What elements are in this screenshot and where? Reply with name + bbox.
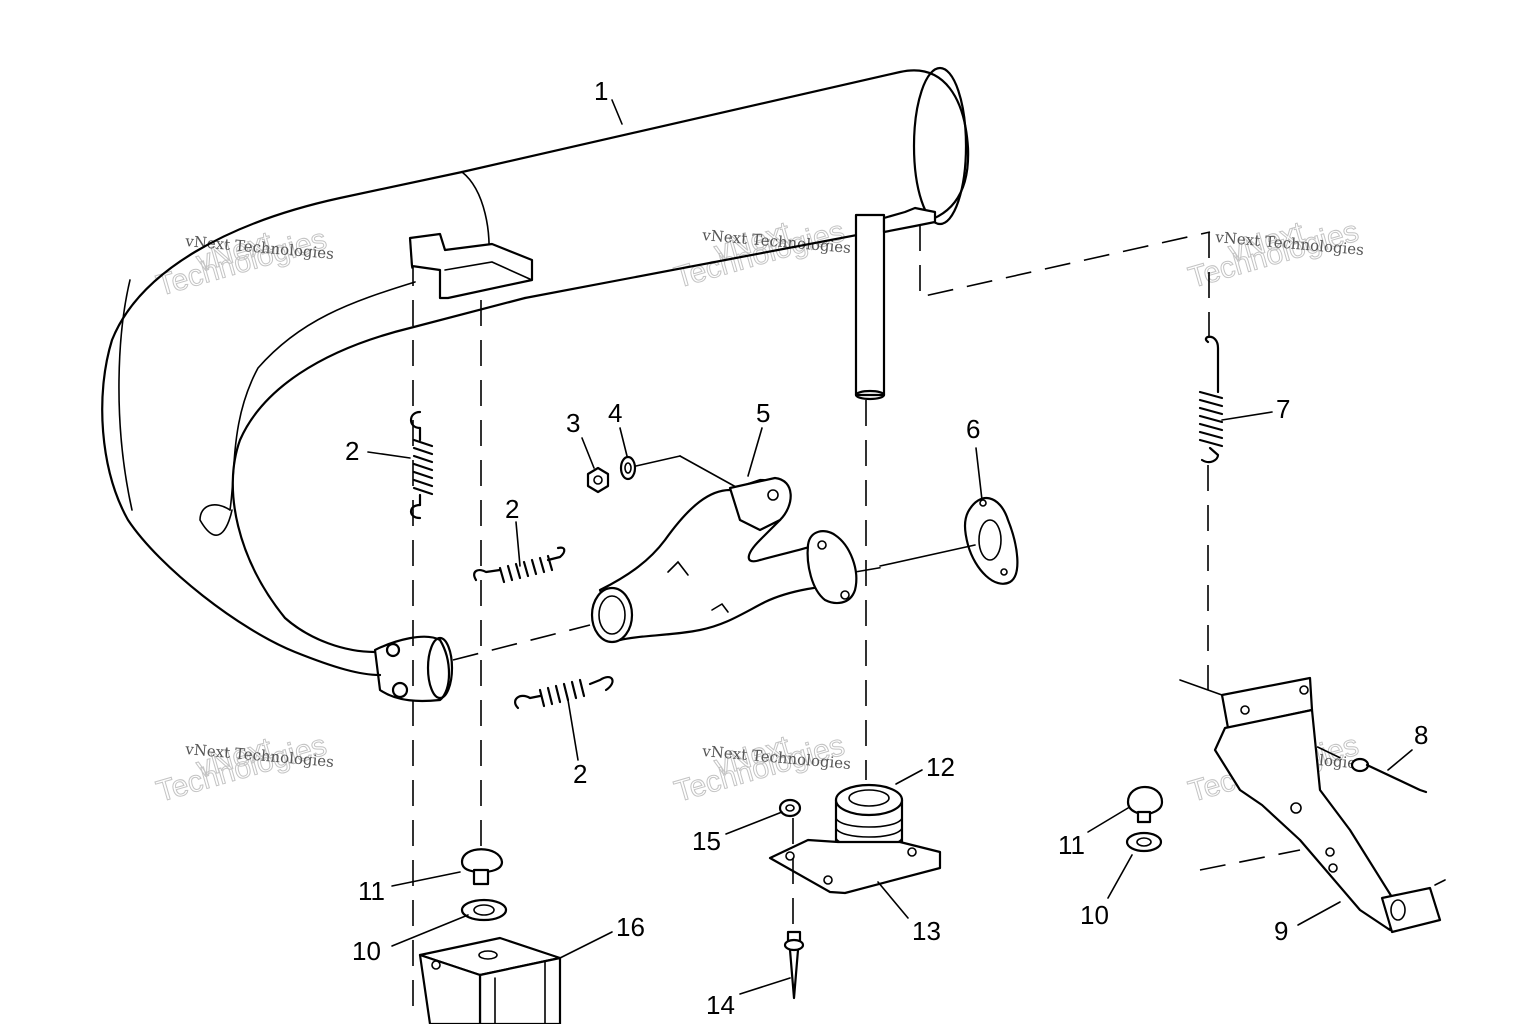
callout-labels: 1 2 2 2 3 4 5 6 7 8 9 10 10 11 11 12 13 …: [345, 76, 1428, 1020]
washer-10-right: [1125, 831, 1163, 853]
callout-6: 6: [966, 414, 980, 444]
gasket-6: [879, 496, 1019, 585]
bracket-16: [418, 936, 562, 1024]
callout-13: 13: [912, 916, 941, 946]
washer-10-left: [460, 898, 508, 922]
callout-15: 15: [692, 826, 721, 856]
callout-10-left: 10: [352, 936, 381, 966]
spring-7: [1198, 335, 1224, 464]
callout-2-upper: 2: [345, 436, 359, 466]
callout-1: 1: [594, 76, 608, 106]
nut-3: [586, 466, 610, 494]
mount-plate-13: [768, 838, 942, 895]
muffler-assembly: [101, 66, 970, 703]
spring-2-upper: [409, 410, 434, 520]
rubber-grommet-11-right: [1126, 786, 1164, 824]
spring-2-middle: [473, 546, 566, 584]
washer-15: [778, 798, 802, 930]
watermark-top-center: vNext Technologies vNext Technologies: [670, 214, 851, 295]
rubber-grommet-11-left: [460, 848, 504, 886]
leader-lines: [367, 99, 1413, 995]
callout-11-left: 11: [358, 876, 385, 906]
watermark-bottom-left: vNext Technologies vNext Technologies: [152, 728, 334, 809]
callout-8: 8: [1414, 720, 1428, 750]
callout-3: 3: [566, 408, 580, 438]
callout-14: 14: [706, 990, 735, 1020]
callout-5: 5: [756, 398, 770, 428]
callout-12: 12: [926, 752, 955, 782]
callout-10-right: 10: [1080, 900, 1109, 930]
y-pipe-5: [590, 476, 858, 644]
callout-2-lower: 2: [573, 759, 587, 789]
washer-4: [619, 455, 746, 493]
callout-16: 16: [616, 912, 645, 942]
watermark-top-right: vNext Technologies vNext Technologies: [1184, 214, 1364, 295]
watermark-bottom-center: vNext Technologies vNext Technologies: [670, 728, 851, 809]
callout-7: 7: [1276, 394, 1290, 424]
spring-2-lower: [514, 675, 614, 710]
callout-2-middle: 2: [505, 494, 519, 524]
callout-11-right: 11: [1058, 830, 1085, 860]
bracket-9: [1179, 676, 1446, 934]
screw-14: [783, 930, 805, 1000]
callout-9: 9: [1274, 916, 1288, 946]
screw-8: [1350, 757, 1428, 794]
callout-4: 4: [608, 398, 622, 428]
